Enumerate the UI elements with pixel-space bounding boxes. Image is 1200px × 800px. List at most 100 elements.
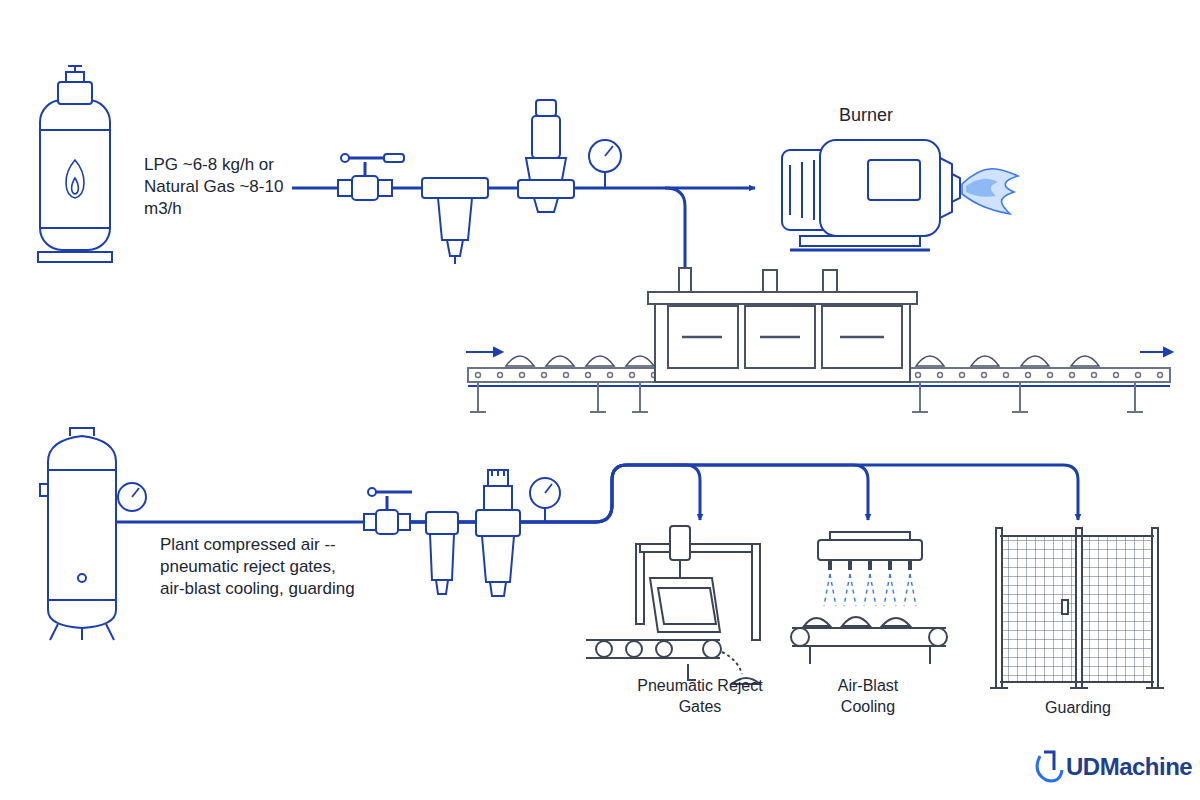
burner	[790, 249, 930, 252]
air-blast-cooling	[850, 574, 856, 606]
guarding	[1076, 528, 1082, 688]
reject-gate	[658, 588, 716, 624]
air-blast-cooling	[910, 574, 916, 606]
tunnel-oven	[916, 356, 944, 366]
tunnel-oven	[546, 356, 574, 366]
reject-gate	[626, 641, 642, 657]
tunnel-oven	[1158, 373, 1163, 378]
gas-filter	[447, 240, 463, 264]
reject-gate	[586, 526, 760, 684]
gas-filter	[422, 178, 488, 264]
tunnel-oven	[655, 296, 910, 382]
tunnel-oven	[626, 356, 654, 366]
air-receiver	[118, 483, 146, 511]
pressure-regulator	[518, 100, 574, 212]
reject-gate	[640, 544, 760, 552]
reject-gate	[679, 560, 681, 578]
burner-unit: Burner	[755, 104, 977, 254]
logo-icon	[1037, 756, 1062, 781]
air-blast-cooling	[868, 560, 872, 570]
tunnel-oven	[564, 373, 569, 378]
air-blast-cooling	[830, 574, 836, 606]
node-label: Air-Blast Cooling	[818, 676, 918, 718]
air-blast-cooling	[824, 574, 830, 606]
node-label: Plant compressed air -- pneumatic reject…	[160, 534, 365, 600]
air-filter	[436, 580, 448, 594]
air-blast-cooling	[810, 646, 930, 664]
tunnel-oven	[542, 373, 547, 378]
air-valve	[364, 514, 376, 530]
node-label: LPG ~6-8 kg/h or Natural Gas ~8-10 m3/h	[144, 154, 294, 220]
tunnel-oven	[1004, 373, 1009, 378]
air-regulator	[492, 470, 504, 476]
tunnel-oven	[608, 373, 613, 378]
tunnel-oven	[1136, 373, 1141, 378]
gas-cylinder	[40, 130, 110, 228]
air-regulator	[476, 470, 520, 596]
air-blast-cooling	[818, 540, 922, 560]
gas-cylinder	[66, 66, 84, 82]
tunnel-oven	[498, 373, 503, 378]
node-label: Burner	[755, 104, 977, 127]
tunnel-oven	[520, 373, 525, 378]
air-blast-cooling	[848, 560, 852, 570]
air-gauge	[530, 478, 560, 522]
tunnel-oven	[1070, 373, 1075, 378]
ball-valve	[338, 180, 352, 196]
air-filter	[430, 534, 454, 580]
gas-cylinder	[38, 66, 112, 262]
ball-valve	[352, 176, 378, 200]
tunnel-oven	[938, 373, 943, 378]
burner	[940, 158, 960, 218]
reject-gate	[722, 652, 742, 674]
node-label: Pneumatic Reject Gates	[635, 676, 765, 718]
tunnel-oven	[1114, 373, 1119, 378]
tunnel-oven	[586, 373, 591, 378]
tunnel-oven	[1092, 373, 1097, 378]
supply-line	[370, 465, 700, 522]
air-gauge	[545, 484, 552, 493]
air-receiver	[48, 428, 116, 600]
gas-cylinder	[38, 252, 112, 262]
air-blast-cooling	[804, 617, 910, 626]
ball-valve	[338, 154, 404, 200]
air-receiver	[116, 521, 370, 524]
ball-valve	[341, 154, 349, 162]
reject-gate	[656, 641, 672, 657]
pressure-regulator	[526, 158, 566, 180]
air-receiver	[40, 484, 48, 496]
gas-cylinder	[40, 100, 110, 250]
air-blast-cooling	[884, 574, 890, 606]
tunnel-oven	[823, 270, 837, 292]
tunnel-oven	[506, 356, 534, 366]
tunnel-oven	[586, 356, 614, 366]
guarding	[1000, 536, 1154, 682]
air-regulator	[490, 582, 506, 596]
air-blast-cooling	[792, 628, 946, 646]
air-regulator	[482, 536, 514, 582]
air-blast-cooling	[864, 574, 870, 606]
tunnel-oven	[494, 348, 502, 356]
tunnel-oven	[682, 336, 884, 339]
reject-gate	[586, 640, 720, 658]
tunnel-oven	[971, 356, 999, 366]
guarding	[1000, 536, 1076, 682]
tunnel-oven	[1026, 373, 1031, 378]
burner	[966, 179, 998, 197]
air-blast-cooling	[908, 560, 912, 570]
air-filter	[426, 512, 458, 534]
tunnel-oven	[679, 268, 691, 292]
gas-cylinder	[66, 160, 84, 198]
tunnel-oven	[982, 373, 987, 378]
air-blast-cooling	[929, 628, 947, 646]
ball-valve	[378, 180, 392, 196]
gas-filter	[438, 198, 472, 240]
gas-cylinder	[58, 82, 92, 104]
gas-supply: LPG ~6-8 kg/h or Natural Gas ~8-10 m3/h	[30, 70, 292, 270]
tunnel-oven	[960, 373, 965, 378]
guarding-unit: Guarding	[1002, 520, 1154, 725]
reject-gate	[752, 544, 760, 640]
tunnel-oven	[476, 373, 481, 378]
air-valve	[364, 488, 412, 534]
